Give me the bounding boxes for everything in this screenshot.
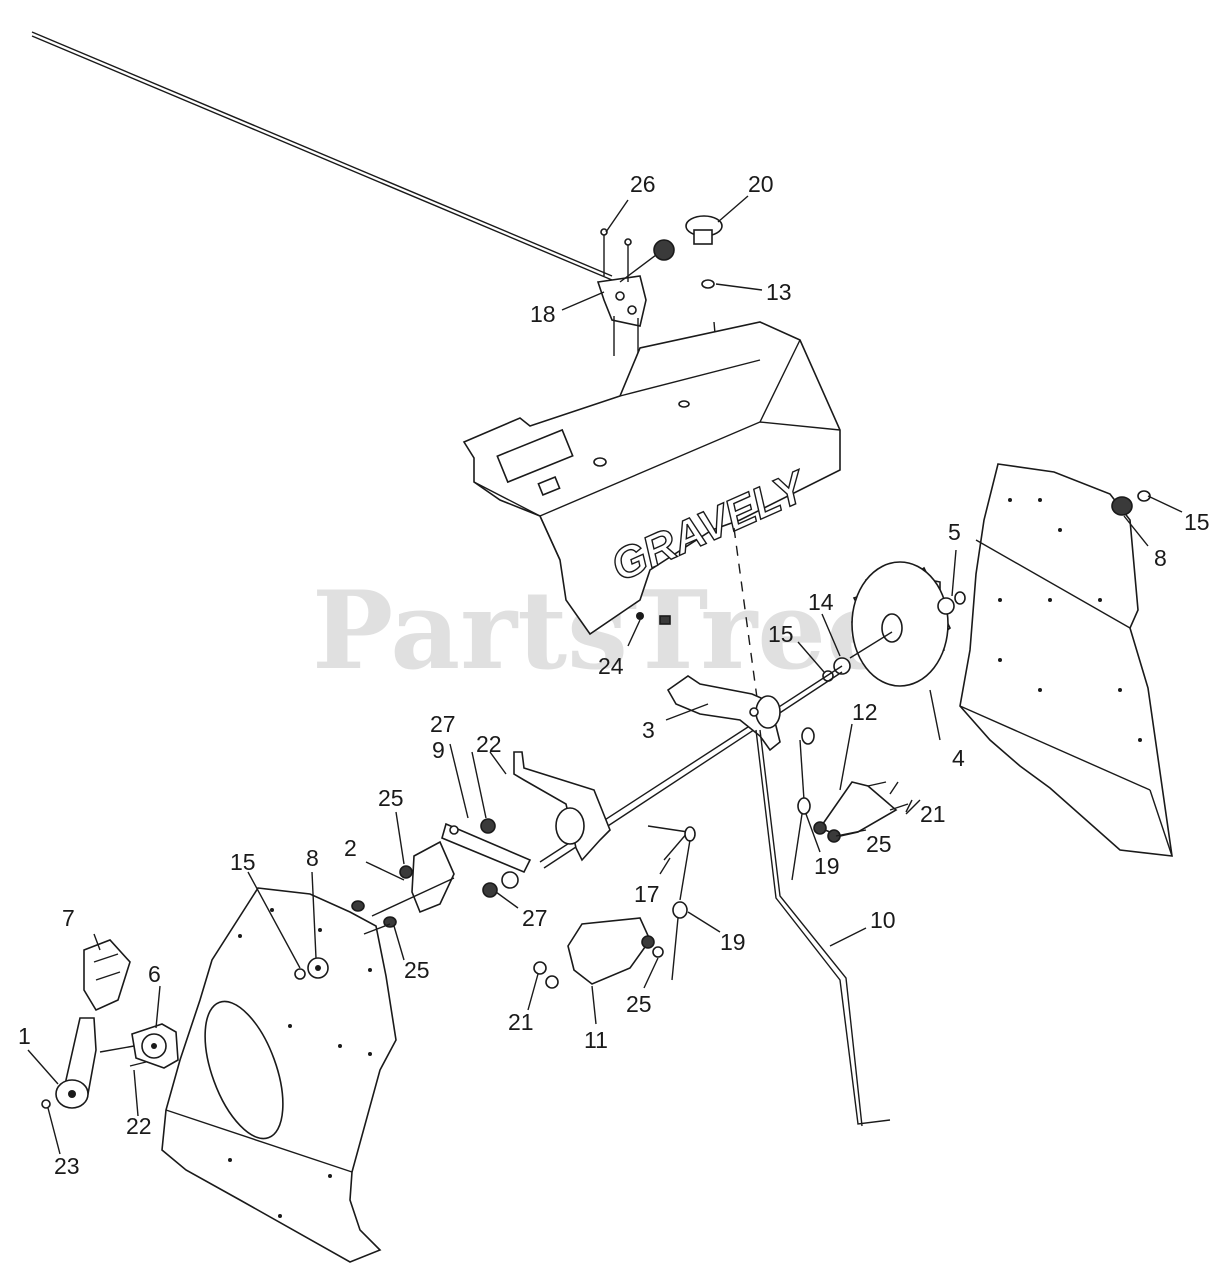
bracket-12 xyxy=(813,781,909,843)
callout-17: 17 xyxy=(634,881,660,907)
callout-13: 13 xyxy=(766,279,792,305)
nut-8-left xyxy=(307,957,329,979)
callout-8-left: 8 xyxy=(306,845,319,871)
callout-10: 10 xyxy=(870,907,896,933)
callout-22-top: 22 xyxy=(476,731,502,757)
callout-4: 4 xyxy=(952,745,965,771)
callout-14: 14 xyxy=(808,589,834,615)
callout-3: 3 xyxy=(642,717,655,743)
bracket-3 xyxy=(666,675,781,752)
control-panel-housing: GRAVELY xyxy=(462,321,841,721)
callout-27-bottom: 27 xyxy=(522,905,548,931)
fasteners-25-left xyxy=(351,900,397,935)
callout-11: 11 xyxy=(584,1027,608,1053)
callout-21-center: 21 xyxy=(508,1009,534,1035)
right-side-plate xyxy=(959,463,1173,857)
bracket-2 xyxy=(371,840,455,917)
sprocket-4 xyxy=(849,561,952,687)
callout-19-center: 19 xyxy=(720,929,746,955)
handle-7 xyxy=(83,939,131,1012)
leader-lines xyxy=(27,195,1183,1155)
nut-15-left xyxy=(294,968,306,980)
knob-20 xyxy=(685,215,723,245)
control-rod xyxy=(31,31,613,281)
callout-1: 1 xyxy=(18,1023,31,1049)
spacer-5 xyxy=(937,591,966,615)
callout-6: 6 xyxy=(148,961,161,987)
callout-12: 12 xyxy=(852,699,878,725)
bracket-11 xyxy=(533,917,664,989)
callout-25-right: 25 xyxy=(866,831,892,857)
callout-labels: 1 2 3 4 5 6 7 8 9 10 11 12 13 14 15 17 1… xyxy=(18,171,1210,1179)
callout-7: 7 xyxy=(62,905,75,931)
callout-25-top: 25 xyxy=(378,785,404,811)
callout-2: 2 xyxy=(344,835,357,861)
rod-10 xyxy=(755,729,891,1127)
callout-26: 26 xyxy=(630,171,656,197)
cable-19-right xyxy=(791,727,815,881)
hub-6 xyxy=(99,1023,179,1069)
callout-21-right: 21 xyxy=(920,801,946,827)
cable-19-center xyxy=(671,839,691,981)
nut-15-right xyxy=(1137,490,1151,502)
callout-18: 18 xyxy=(530,301,556,327)
callout-25-left: 25 xyxy=(404,957,430,983)
callout-25-center: 25 xyxy=(626,991,652,1017)
callout-19-right: 19 xyxy=(814,853,840,879)
callout-15-left: 15 xyxy=(230,849,256,875)
bracket-9-assembly xyxy=(441,751,611,898)
callout-15-mid: 15 xyxy=(768,621,794,647)
callout-8-right: 8 xyxy=(1154,545,1167,571)
callout-5: 5 xyxy=(948,519,961,545)
callout-22-bottom: 22 xyxy=(126,1113,152,1139)
callout-24: 24 xyxy=(598,653,624,679)
callout-20: 20 xyxy=(748,171,774,197)
nut-8-right xyxy=(1111,496,1133,516)
bolts-21-right xyxy=(889,781,913,813)
callout-23: 23 xyxy=(54,1153,80,1179)
callout-15-right: 15 xyxy=(1184,509,1210,535)
left-side-plate xyxy=(161,887,397,1263)
bolts-26 xyxy=(600,228,632,282)
callout-9: 9 xyxy=(432,737,445,763)
arm-1 xyxy=(41,1017,97,1109)
callout-27-top: 27 xyxy=(430,711,456,737)
